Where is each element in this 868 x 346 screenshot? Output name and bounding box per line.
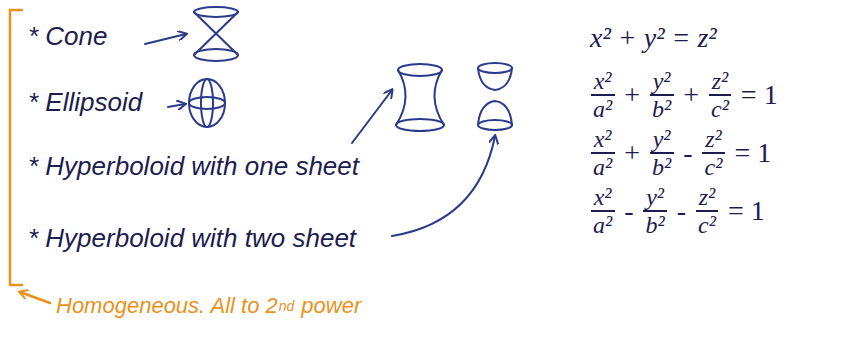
fraction: y²b² [643, 184, 668, 238]
note-arrow [20, 292, 50, 303]
numerator: x² [591, 184, 615, 212]
denominator: b² [649, 154, 674, 180]
cone-sketch [194, 7, 238, 61]
two-sheet-hyperboloid-sketch [478, 63, 512, 130]
surface-name: * Hyperboloid with two sheet [28, 222, 356, 254]
note-text: Homogeneous. All to 2 [56, 292, 278, 320]
equation: x²a² + y²b²-z²c² = 1 [586, 126, 776, 180]
denominator: a² [590, 96, 615, 122]
denominator: c² [702, 154, 726, 180]
operator: = 1 [728, 195, 765, 227]
denominator: a² [590, 212, 615, 238]
ellipsoid-sketch [189, 79, 225, 127]
operator: - [677, 195, 686, 227]
equation: x²a²-y²b²-z²c²= 1 [586, 184, 770, 238]
denominator: c² [708, 96, 732, 122]
operator: + [624, 137, 640, 169]
fraction: z²c² [708, 68, 732, 122]
numerator: y² [643, 184, 667, 212]
surface-name: * Hyperboloid with one sheet [28, 150, 359, 182]
operator: = 1 [741, 79, 778, 111]
fraction: x²a² [590, 126, 615, 180]
numerator: y² [650, 68, 674, 96]
pointer-arrow [392, 136, 495, 236]
fraction: z²c² [702, 126, 726, 180]
denominator: a² [590, 154, 615, 180]
note: Homogeneous. All to 2ndpower [56, 292, 361, 320]
operator: + [624, 79, 640, 111]
fraction: x²a² [590, 184, 615, 238]
bracket [10, 10, 22, 285]
note-text: power [301, 292, 361, 320]
fraction: x²a² [590, 68, 615, 122]
equation: x²a² + y²b² + z²c² = 1 [586, 68, 783, 122]
equation: x² + y² = z² [590, 22, 717, 54]
superscript: nd [279, 292, 295, 320]
denominator: b² [649, 96, 674, 122]
numerator: y² [650, 126, 674, 154]
numerator: z² [696, 184, 719, 212]
fraction: z²c² [695, 184, 719, 238]
operator: = 1 [734, 137, 771, 169]
surface-name: * Cone [28, 20, 108, 52]
fraction: y²b² [649, 68, 674, 122]
one-sheet-hyperboloid-sketch [396, 64, 444, 131]
pointer-arrow [168, 104, 185, 107]
numerator: x² [591, 68, 615, 96]
operator: - [624, 195, 633, 227]
denominator: b² [643, 212, 668, 238]
numerator: x² [591, 126, 615, 154]
fraction: y²b² [649, 126, 674, 180]
pointer-arrow [352, 90, 392, 143]
numerator: z² [702, 126, 725, 154]
pointer-arrow [145, 34, 186, 44]
operator: + [683, 79, 699, 111]
numerator: z² [709, 68, 732, 96]
surface-name: * Ellipsoid [28, 86, 142, 118]
denominator: c² [695, 212, 719, 238]
operator: - [683, 137, 692, 169]
